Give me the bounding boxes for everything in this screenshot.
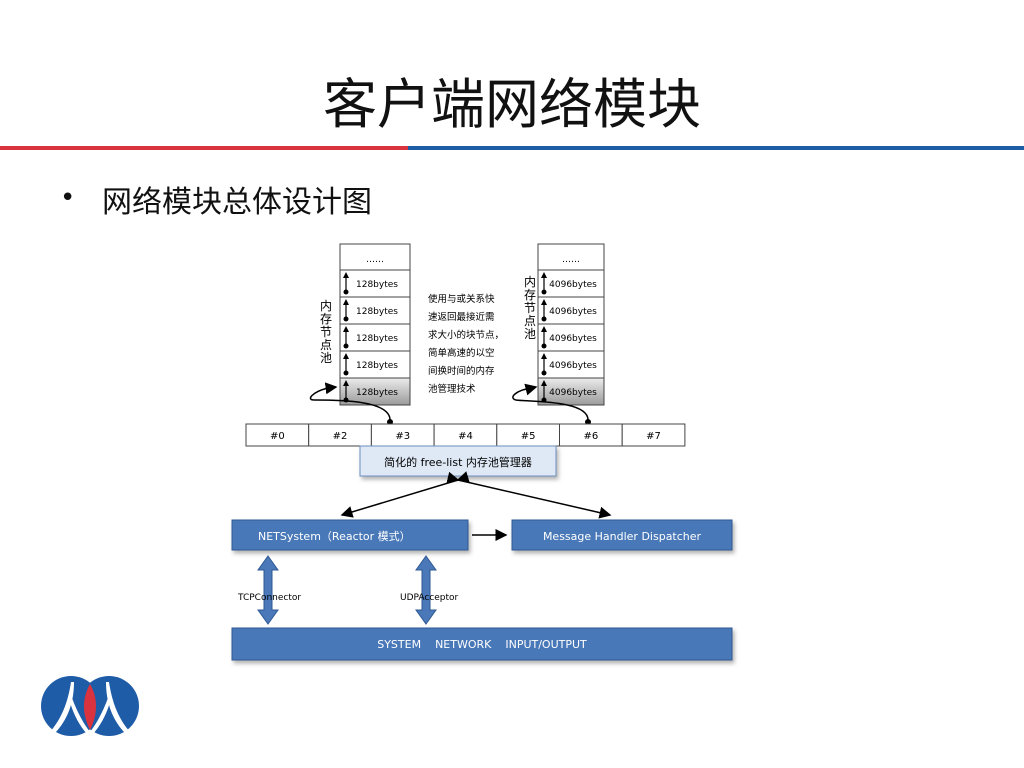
slot-label: #3 xyxy=(395,431,410,442)
right-pool-cell-label: 4096bytes xyxy=(549,307,597,317)
system-io-box xyxy=(231,627,733,661)
left-pool-link-arrowhead xyxy=(343,272,349,278)
left-pool-cell-label: 128bytes xyxy=(356,307,398,317)
slot-cell xyxy=(621,423,686,447)
right-pool-cell xyxy=(537,323,605,352)
slot6-to-right-pool-arrow xyxy=(512,383,589,421)
company-logo xyxy=(41,676,139,736)
freelist-manager-label: 简化的 free-list 内存池管理器 xyxy=(384,455,532,469)
right-pool-top-cell-label: …… xyxy=(562,255,580,265)
system-io-bar: SYSTEM NETWORK INPUT/OUTPUT xyxy=(231,627,733,661)
right-pool-link-arrowhead xyxy=(541,353,547,359)
system-io-label: SYSTEM NETWORK INPUT/OUTPUT xyxy=(377,638,587,651)
right-pool-cell xyxy=(537,269,605,298)
dispatcher: Message Handler Dispatcher xyxy=(511,519,733,551)
left-pool-link-arrowhead xyxy=(343,380,349,386)
right-pool-link-arrowhead xyxy=(541,326,547,332)
left-pool-cell-label: 128bytes xyxy=(356,334,398,344)
logo-stroke-right-a xyxy=(106,682,130,734)
left-pool-cell xyxy=(339,296,411,325)
pool-description-line: 求大小的块节点， xyxy=(428,329,504,341)
tcp-label: TCPConnector xyxy=(237,593,301,603)
left-pool-link-dot xyxy=(343,316,349,322)
bullet-text: 网络模块总体设计图 xyxy=(102,185,372,220)
slot-row: #0 #2 #3 #4 #5 #6 #7 xyxy=(245,423,686,447)
freelist-manager: 简化的 free-list 内存池管理器 xyxy=(359,445,557,477)
logo-stroke-left-b xyxy=(70,698,90,734)
slot-label: #7 xyxy=(646,431,661,442)
left-pool-link-dot xyxy=(343,343,349,349)
left-pool-cell xyxy=(339,350,411,379)
left-pool-cell-label: 128bytes xyxy=(356,280,398,290)
left-pool-link-arrowhead xyxy=(343,353,349,359)
udp-label: UDPAcceptor xyxy=(400,593,459,603)
bullet-icon: • xyxy=(60,183,76,213)
right-pool-link-dot xyxy=(541,316,547,322)
left-pool-top-cell-label: …… xyxy=(366,255,384,265)
udp-arrow-icon xyxy=(415,555,437,625)
left-pool-cell xyxy=(339,377,411,406)
left-pool-cell-label: 128bytes xyxy=(356,361,398,371)
network-module-diagram: …… 128bytes 128bytes 128bytes 128bytes 128by… xyxy=(231,243,733,661)
right-pool-link-dot xyxy=(541,289,547,295)
left-pool-link-arrowhead xyxy=(343,326,349,332)
logo-center-petal xyxy=(84,684,96,730)
title-rule-red xyxy=(0,146,408,150)
slot-label: #0 xyxy=(270,431,285,442)
slot-label: #4 xyxy=(458,431,473,442)
right-pool-link-arrowhead xyxy=(541,380,547,386)
manager-dispatcher-arrow xyxy=(446,471,612,519)
pool-description-line: 使用与或关系快 xyxy=(428,293,495,305)
left-pool-link-dot xyxy=(343,370,349,376)
netsystem: NETSystem（Reactor 模式） xyxy=(231,519,469,551)
right-pool-link-dot xyxy=(541,370,547,376)
left-pool-cell xyxy=(339,323,411,352)
left-pool-link-dot xyxy=(343,289,349,295)
slot-label: #5 xyxy=(521,431,536,442)
left-pool-top-cell xyxy=(339,243,411,271)
netsystem-box xyxy=(231,519,469,551)
slot-label: #6 xyxy=(583,431,598,442)
slot-label: #2 xyxy=(333,431,348,442)
logo-stroke-left-a xyxy=(50,682,74,734)
right-pool-label: 内存节点池 xyxy=(524,275,536,341)
right-pool-cell-label: 4096bytes xyxy=(549,334,597,344)
dispatcher-label: Message Handler Dispatcher xyxy=(543,530,702,543)
pool-description-line: 速返回最接近需 xyxy=(428,311,495,323)
pool-description-line: 间换时间的内存 xyxy=(428,365,495,377)
right-pool-cell-label: 4096bytes xyxy=(549,388,597,398)
right-pool-cell xyxy=(537,377,605,406)
pool-description-line: 简单高速的以空 xyxy=(428,347,495,359)
right-pool-link-dot xyxy=(541,343,547,349)
dispatcher-box xyxy=(511,519,733,551)
left-pool-link-arrowhead xyxy=(343,299,349,305)
right-pool-cell-label: 4096bytes xyxy=(549,280,597,290)
netsystem-label: NETSystem（Reactor 模式） xyxy=(258,530,411,543)
left-memory-pool: …… 128bytes 128bytes 128bytes 128bytes 128by… xyxy=(320,243,411,406)
right-pool-cell-label: 4096bytes xyxy=(549,361,597,371)
tcp-arrow-icon xyxy=(257,555,279,625)
right-pool-link-arrowhead xyxy=(541,299,547,305)
left-pool-label: 内存节点池 xyxy=(320,299,332,365)
manager-netsystem-arrow xyxy=(340,471,470,518)
right-pool-cell xyxy=(537,296,605,325)
right-pool-top-cell xyxy=(537,243,605,271)
slide-title: 客户端网络模块 xyxy=(323,73,701,136)
logo-right-circle xyxy=(79,676,139,736)
right-pool-cell xyxy=(537,350,605,379)
left-pool-cell-label: 128bytes xyxy=(356,388,398,398)
right-pool-link-arrowhead xyxy=(541,272,547,278)
pool-description-line: 池管理技术 xyxy=(428,383,476,395)
logo-stroke-right-b xyxy=(90,698,110,734)
left-pool-cell xyxy=(339,269,411,298)
title-rule-blue xyxy=(408,146,1024,150)
freelist-manager-box xyxy=(359,445,557,477)
slot3-to-left-pool-arrow xyxy=(309,382,391,421)
right-memory-pool: …… 4096bytes 4096bytes 4096bytes 4096bytes 4… xyxy=(524,243,605,406)
